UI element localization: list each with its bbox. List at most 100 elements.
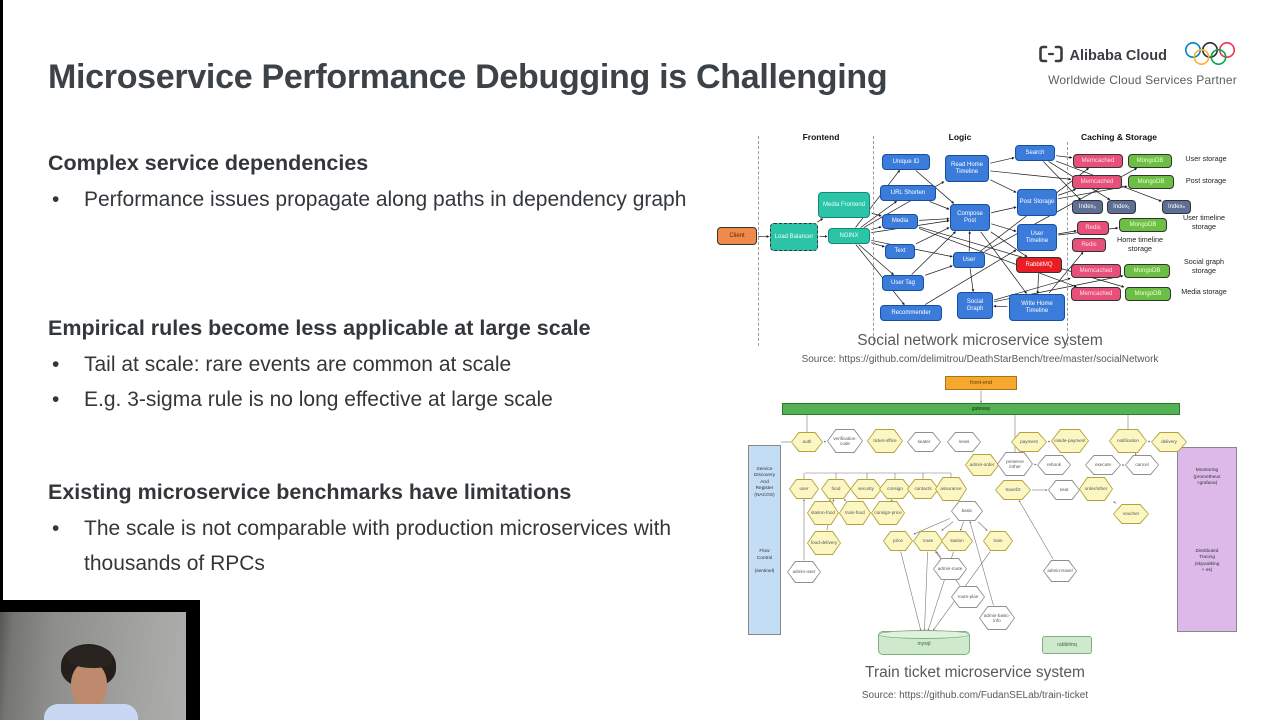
train-diagram-source: Source: https://github.com/FudanSELab/tr…: [861, 690, 1089, 701]
node-notify: notification: [1109, 429, 1147, 453]
node-auser: admin-user: [787, 561, 821, 583]
node-trfood: train-food: [839, 501, 871, 525]
node-rht: Read Home Timeline: [945, 155, 989, 182]
section-benchmark-limitations: Existing microservice benchmarks have li…: [48, 479, 758, 581]
node-payment: payment: [1011, 432, 1047, 452]
node-lbl-user-storage: User storage: [1185, 154, 1227, 163]
person-shirt: [44, 704, 138, 720]
node-travel2: travel/2: [995, 480, 1031, 500]
node-lbl-post-storage: Post storage: [1185, 176, 1227, 185]
node-redis2: Redis: [1072, 238, 1106, 252]
node-mongo2: MongoDB: [1128, 175, 1174, 189]
social-diagram-caption: Social network microservice system: [857, 332, 1103, 349]
node-contacts: contacts: [907, 479, 939, 499]
node-ipayment: inside-payment: [1051, 429, 1089, 453]
node-auth: auth: [791, 432, 823, 452]
bullet-item: • Performance issues propagate along pat…: [48, 182, 758, 217]
node-media: Media: [882, 214, 918, 229]
node-mongo5: MongoDB: [1125, 287, 1171, 301]
node-oorder: order/other: [1079, 477, 1113, 501]
webcam-overlay: [0, 600, 200, 720]
node-idx0: Index₀: [1072, 200, 1103, 214]
node-pstore: Post Storage: [1017, 189, 1057, 216]
logo-subtitle: Worldwide Cloud Services Partner: [1048, 73, 1237, 87]
node-route: route: [913, 531, 943, 551]
node-lb: Load Balancer: [770, 223, 818, 251]
slide-title: Microservice Performance Debugging is Ch…: [48, 58, 888, 96]
bullet-dot: •: [52, 517, 60, 540]
node-sep3: [1067, 142, 1068, 346]
node-idxn: Indexₙ: [1162, 200, 1191, 214]
node-h-cache: Caching & Storage: [1080, 132, 1158, 142]
node-cprice: consign-price: [871, 501, 905, 525]
node-news: news: [947, 432, 981, 452]
node-security: security: [850, 479, 882, 499]
node-train: train: [983, 531, 1013, 551]
bullet-item: • Tail at scale: rare events are common …: [48, 347, 758, 382]
node-cancel: cancel: [1125, 455, 1159, 475]
node-voucher: voucher: [1113, 504, 1149, 524]
node-aroute: admin-route: [933, 558, 967, 580]
node-user: user: [789, 479, 819, 499]
node-mysql: mysql: [878, 630, 970, 655]
node-assurance: assurance: [935, 477, 967, 501]
person-hair-fringe: [66, 646, 112, 668]
node-fdeliv: food-delivery: [807, 531, 841, 555]
node-utag: User Tag: [882, 275, 924, 291]
train-diagram-caption: Train ticket microservice system: [865, 664, 1085, 681]
node-nginx: NGINX: [828, 228, 870, 244]
node-adorder: admin-order: [965, 454, 999, 476]
node-mem2: Memcached: [1072, 175, 1122, 189]
alibaba-bracket-icon: [1037, 44, 1065, 69]
node-food: food: [821, 479, 851, 499]
node-idx1: Index₁: [1107, 200, 1136, 214]
node-urls: URL Shorten: [880, 185, 936, 201]
node-lbl-htl-storage: Home timeline storage: [1117, 235, 1163, 253]
node-stfood: station-food: [807, 501, 839, 525]
node-station: station: [941, 531, 973, 551]
screen-left-edge: [0, 0, 3, 720]
node-mongo3: MongoDB: [1119, 218, 1167, 232]
node-rabbitmq: rabbitmq: [1042, 636, 1092, 654]
node-text: Text: [885, 244, 915, 259]
person-face: [71, 662, 107, 709]
node-h-logic: Logic: [948, 132, 972, 142]
node-lbl-media-storage: Media storage: [1181, 287, 1227, 296]
node-userl: User: [953, 252, 985, 268]
section-complex-dependencies: Complex service dependencies • Performan…: [48, 150, 758, 217]
node-mem3: Memcached: [1071, 264, 1121, 278]
bullet-dot: •: [52, 388, 60, 411]
bullet-item: • E.g. 3-sigma rule is no long effective…: [48, 382, 758, 417]
node-cpost: Compose Post: [950, 204, 990, 231]
node-rabbit: RabbitMQ: [1016, 257, 1062, 273]
node-preserve: preserve /other: [997, 452, 1033, 476]
node-rec: Recommender: [880, 305, 942, 321]
alibaba-cloud-logo: Alibaba Cloud Worldwide Cloud Services P…: [1037, 40, 1237, 87]
node-seat: seat: [1048, 480, 1080, 500]
node-sep1: [758, 136, 759, 346]
node-consign: consign: [879, 479, 911, 499]
node-mf: Media Frontend: [818, 192, 870, 218]
node-uid: Unique ID: [882, 154, 930, 170]
node-lbl-utl-storage: User timeline storage: [1183, 213, 1225, 231]
section-heading: Empirical rules become less applicable a…: [48, 316, 591, 340]
node-wht: Write Home Timeline: [1009, 294, 1065, 321]
bullet-dot: •: [52, 188, 60, 211]
node-sreg: Service Discovery And Register (NACOS)Fl…: [748, 445, 781, 635]
node-gw: gateway: [782, 403, 1180, 415]
node-rebook: rebook: [1037, 455, 1071, 475]
node-price: price: [883, 531, 913, 551]
olympic-rings-icon: [1183, 40, 1237, 73]
node-abinfo: admin-basic-info: [979, 606, 1015, 630]
node-search: Search: [1015, 145, 1055, 161]
node-seater: seater: [907, 432, 941, 452]
social-diagram-source: Source: https://github.com/delimitrou/De…: [801, 354, 1159, 365]
node-lbl-sg-storage: Social graph storage: [1184, 257, 1224, 275]
node-mongo1: MongoDB: [1128, 154, 1172, 168]
node-mem1: Memcached: [1073, 154, 1123, 168]
node-sep2: [873, 136, 874, 346]
webcam-video: [0, 612, 186, 720]
